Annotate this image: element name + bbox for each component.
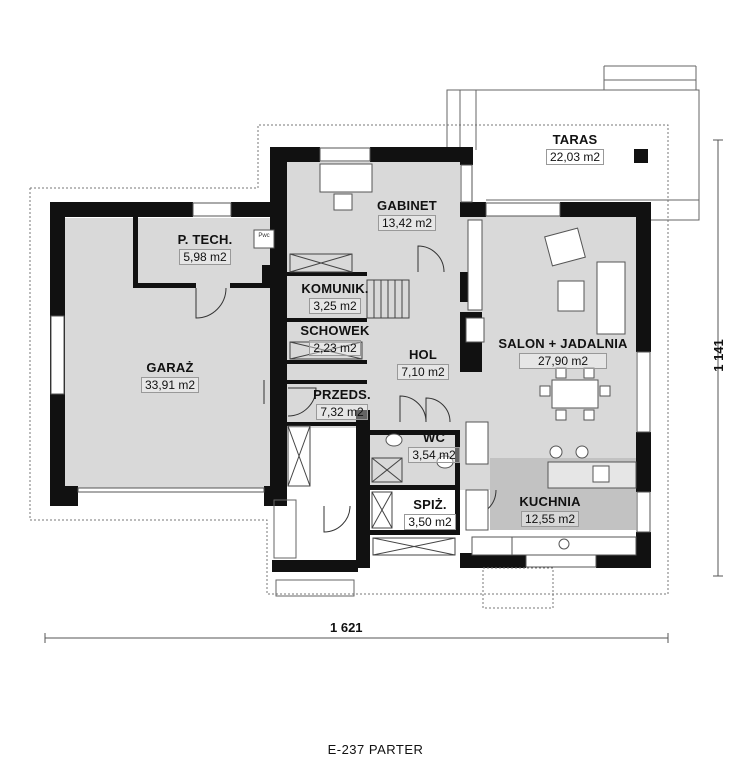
dimension-depth: 1 141 bbox=[710, 339, 726, 372]
room-name: KOMUNIK. bbox=[301, 281, 369, 296]
room-name: SCHOWEK bbox=[300, 323, 370, 338]
room-name: GARAŻ bbox=[146, 360, 194, 375]
room-area: 3,50 m2 bbox=[404, 514, 456, 530]
equipment-tag: Pwc bbox=[258, 233, 270, 239]
room-area: 3,25 m2 bbox=[309, 298, 361, 314]
room-name: SPIŻ. bbox=[413, 497, 447, 512]
room-label-salon: SALON + JADALNIA 27,90 m2 bbox=[488, 336, 638, 370]
room-area: 22,03 m2 bbox=[545, 149, 605, 165]
room-label-hol: HOL 7,10 m2 bbox=[383, 347, 463, 381]
room-area: 12,55 m2 bbox=[520, 511, 580, 527]
room-area: 13,42 m2 bbox=[377, 215, 437, 231]
furniture bbox=[253, 163, 637, 609]
outline-dashed bbox=[29, 124, 669, 595]
room-label-gabinet: GABINET 13,42 m2 bbox=[357, 198, 457, 232]
terrace-post bbox=[634, 149, 648, 163]
chairs bbox=[539, 367, 611, 550]
room-area: 2,23 m2 bbox=[309, 340, 361, 356]
dimension-lines bbox=[44, 139, 723, 643]
room-area: 27,90 m2 bbox=[518, 353, 608, 369]
room-name: TARAS bbox=[552, 132, 598, 147]
room-label-schowek: SCHOWEK 2,23 m2 bbox=[290, 323, 380, 357]
room-name: GABINET bbox=[377, 198, 437, 213]
room-area: 5,98 m2 bbox=[179, 249, 231, 265]
room-name: KUCHNIA bbox=[519, 494, 581, 509]
room-name: SALON + JADALNIA bbox=[498, 336, 628, 351]
room-label-komunik: KOMUNIK. 3,25 m2 bbox=[290, 281, 380, 315]
garage-door bbox=[77, 487, 265, 493]
dimension-width: 1 621 bbox=[330, 620, 363, 635]
room-label-przeds: PRZEDS. 7,32 m2 bbox=[302, 387, 382, 421]
room-label-taras: TARAS 22,03 m2 bbox=[525, 132, 625, 166]
plan-caption: E-237 PARTER bbox=[327, 742, 424, 757]
room-label-ptech: P. TECH. 5,98 m2 bbox=[160, 232, 250, 266]
room-name: HOL bbox=[408, 347, 438, 362]
room-label-wc: WC 3,54 m2 bbox=[394, 430, 474, 464]
room-label-spiz: SPIŻ. 3,50 m2 bbox=[390, 497, 470, 531]
room-label-garaz: GARAŻ 33,91 m2 bbox=[120, 360, 220, 394]
room-name: P. TECH. bbox=[177, 232, 233, 247]
room-area: 7,10 m2 bbox=[397, 364, 449, 380]
room-name: PRZEDS. bbox=[313, 387, 371, 402]
room-area: 7,32 m2 bbox=[316, 404, 368, 420]
windows bbox=[50, 147, 651, 568]
room-name: WC bbox=[422, 430, 446, 445]
room-label-kuchnia: KUCHNIA 12,55 m2 bbox=[500, 494, 600, 528]
cabinets bbox=[287, 341, 456, 556]
room-area: 3,54 m2 bbox=[408, 447, 460, 463]
room-area: 33,91 m2 bbox=[140, 377, 200, 393]
stairs bbox=[289, 253, 410, 319]
